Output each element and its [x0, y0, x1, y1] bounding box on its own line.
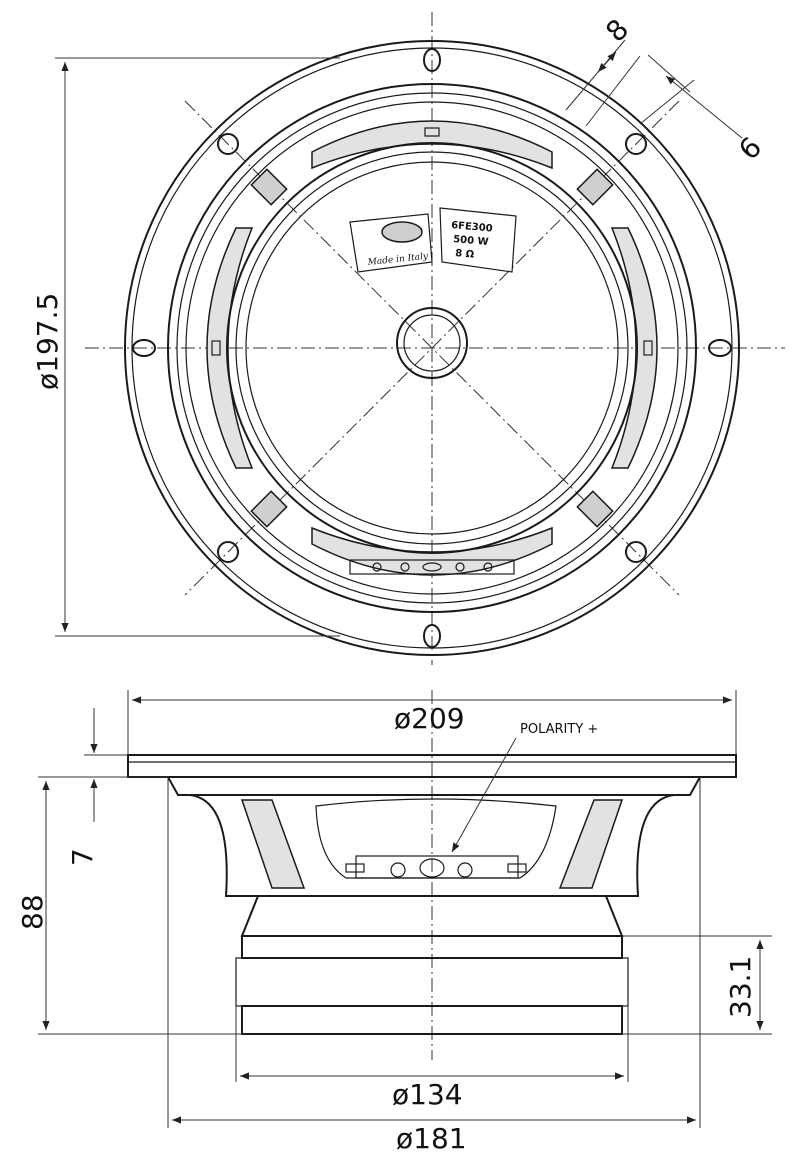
- frame-inner-ring: [176, 92, 688, 604]
- total-depth-dimension: 88: [16, 776, 242, 1035]
- magnet-height-dimension: 33.1: [622, 935, 772, 1035]
- mounting-hole-right: [708, 339, 732, 357]
- basket-center-window: [315, 798, 557, 879]
- basket-side-window-right: [558, 799, 624, 889]
- polarity-label: POLARITY +: [520, 722, 598, 737]
- terminal-lug-right: [507, 863, 527, 873]
- mounting-hole-bottom-left: [217, 541, 239, 563]
- basket-side-window-left: [240, 799, 306, 889]
- terminal-pin-2: [400, 562, 410, 572]
- mounting-hole-bottom: [423, 624, 441, 648]
- terminal-block-front: [349, 559, 515, 575]
- magnet-diameter-label: ø134: [392, 1078, 463, 1111]
- basket-spoke-tabs: [211, 127, 653, 528]
- logo-badge: [349, 213, 433, 273]
- label-origin: Made in Italy: [366, 252, 429, 268]
- logo-mark: [381, 221, 423, 243]
- magnet-height-label: 33.1: [724, 956, 757, 1018]
- back-plate: [241, 1005, 623, 1035]
- mounting-holes: [132, 48, 732, 648]
- basket-rim: [166, 776, 702, 796]
- side-view: POLARITY + ø209 7 88: [16, 690, 772, 1155]
- mounting-hole-top: [423, 48, 441, 72]
- cone-edge: [235, 151, 629, 545]
- mounting-hole-top-right: [625, 133, 647, 155]
- terminal-plate: [355, 855, 519, 879]
- frame-mounting-ring: [167, 83, 697, 613]
- cone-body: [245, 161, 619, 535]
- basket-diameter-dimension: ø181: [167, 777, 701, 1155]
- terminal-lug-left: [345, 863, 365, 873]
- front-terminals: [349, 559, 515, 575]
- slot-extension-2: [585, 55, 641, 127]
- spoke-tab-top-left: [250, 168, 288, 206]
- flange-diameter-label: ø209: [394, 702, 465, 735]
- clip-left: [211, 340, 221, 356]
- flange-thickness-label: 7: [66, 848, 99, 866]
- offset-extension-2: [639, 79, 695, 125]
- clip-top: [424, 127, 440, 137]
- offset-extension-1: [647, 54, 691, 93]
- spoke-tab-bottom-right: [576, 490, 614, 528]
- label-impedance: 8 Ω: [455, 248, 475, 261]
- side-terminals: [345, 855, 527, 879]
- offset-dimension-line: [665, 75, 743, 139]
- terminal-pin-3: [422, 562, 442, 572]
- brand-label: Made in Italy 6FE300 500 W 8 Ω: [349, 207, 517, 273]
- polarity-leader: [451, 737, 517, 853]
- slot-offset-label: 6: [732, 131, 768, 167]
- terminal-screw-right: [457, 862, 473, 878]
- front-view: Made in Italy 6FE300 500 W 8 Ω ø197.5 8 …: [31, 12, 785, 665]
- dust-cap-inner: [403, 314, 461, 372]
- cone-surround: [226, 142, 638, 554]
- total-depth-label: 88: [16, 894, 49, 930]
- slot-extension-1: [565, 39, 626, 111]
- clip-right: [643, 340, 653, 356]
- slot-width-label: 8: [599, 13, 635, 49]
- flange-diameter-dimension: ø209: [127, 690, 737, 755]
- mounting-hole-bottom-right: [625, 541, 647, 563]
- spec-badge: [439, 207, 517, 273]
- mounting-hole-left: [132, 339, 156, 357]
- slot-dimension-line: [597, 51, 617, 73]
- frame-outer-ring: [124, 40, 740, 656]
- gasket-ring: [185, 101, 679, 595]
- label-power: 500 W: [453, 234, 489, 248]
- terminal-pin-1: [372, 562, 382, 572]
- label-model: 6FE300: [451, 220, 493, 235]
- spoke-tab-bottom-left: [250, 490, 288, 528]
- terminal-polarity-mark: [419, 858, 445, 878]
- mounting-hole-top-left: [217, 133, 239, 155]
- flange-thickness-dimension: 7: [66, 708, 168, 866]
- dust-cap-outer: [396, 307, 468, 379]
- basket-diameter-label: ø181: [396, 1122, 467, 1155]
- front-outer-diameter-dimension: ø197.5: [31, 57, 340, 637]
- terminal-pin-5: [483, 562, 493, 572]
- terminal-screw-left: [390, 862, 406, 878]
- front-outer-diameter-label: ø197.5: [31, 293, 64, 390]
- terminal-pin-4: [455, 562, 465, 572]
- basket-body: [189, 794, 675, 897]
- spoke-tab-top-right: [576, 168, 614, 206]
- magnet-diameter-dimension: ø134: [235, 1006, 629, 1111]
